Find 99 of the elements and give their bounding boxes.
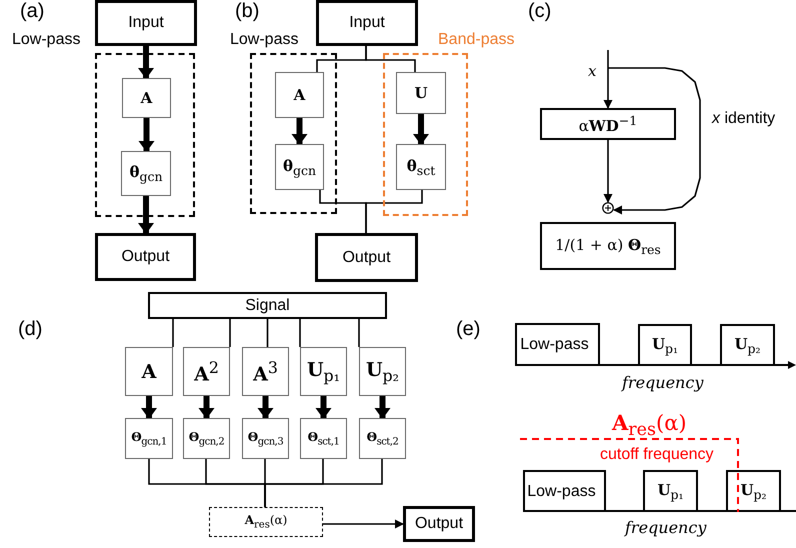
process-box [95, 0, 197, 46]
box-label: Low-pass [520, 336, 589, 354]
connector-line [264, 459, 383, 507]
box-label: Signal [245, 296, 290, 314]
process-box [316, 0, 418, 46]
formula: U$_{p₁}$ [657, 481, 684, 502]
process-box [602, 202, 614, 214]
process-box [726, 470, 781, 511]
formula: A$_{res}$(α) [244, 513, 288, 531]
panel-label: (a) [20, 0, 44, 23]
formula: A$^{3}$ [253, 358, 278, 386]
process-box [300, 347, 347, 396]
arrow [608, 67, 701, 214]
connector-line [266, 319, 268, 347]
process-box [315, 233, 418, 282]
panel-label: (b) [235, 0, 260, 23]
connector-line [172, 319, 174, 347]
group-title: Low-pass [12, 31, 80, 49]
box-label: Input [349, 14, 385, 32]
formula: A [294, 86, 306, 104]
process-box [515, 323, 600, 365]
process-box [242, 347, 289, 396]
axis-label: frequency [622, 373, 704, 392]
process-box [540, 108, 676, 140]
process-box [183, 347, 230, 396]
formula: U$_{p₂}$ [366, 358, 400, 384]
box-label: Output [121, 248, 170, 266]
formula: U$_{p₂}$ [734, 335, 761, 356]
formula: Θ$_{gcn,2}$ [188, 430, 224, 448]
formula: Θ$_{sct,2}$ [366, 430, 398, 448]
block-arrow [374, 396, 390, 419]
box-label: Input [128, 14, 164, 32]
formula: 1/(1 + α) Θ$_{res}$ [555, 236, 661, 256]
process-box [643, 470, 698, 511]
formula: A$^{2}$ [194, 358, 219, 386]
process-box [396, 144, 446, 190]
block-arrow [138, 196, 154, 234]
process-box [396, 72, 446, 114]
box-label: Output [414, 515, 464, 533]
block-arrow [258, 396, 274, 419]
connector-line [229, 319, 231, 347]
formula: θ$_{gcn}$ [282, 156, 316, 178]
box-label: Output [342, 248, 391, 266]
process-box [638, 324, 692, 365]
process-box [275, 144, 324, 190]
formula: Θ$_{gcn,1}$ [131, 430, 167, 448]
group-title: Band-pass [438, 31, 514, 49]
process-box [359, 418, 406, 459]
block-arrow [138, 46, 154, 79]
connector-line [299, 319, 301, 347]
panel-label: (e) [456, 318, 480, 341]
panel-label: (d) [18, 318, 42, 341]
process-box [242, 418, 289, 459]
process-box [125, 347, 173, 396]
process-box [540, 222, 676, 270]
group-title: Low-pass [230, 31, 298, 49]
process-box [121, 151, 171, 196]
process-box [95, 233, 196, 281]
box-label: Low-pass [527, 482, 596, 500]
block-arrow [316, 396, 332, 419]
axis-label: frequency [625, 518, 706, 537]
arrow [604, 140, 612, 203]
panel-label: (c) [528, 0, 552, 23]
formula: U$_{p₁}$ [306, 358, 340, 384]
formula: αWD$^{−1}$ [578, 113, 638, 135]
process-box [183, 418, 230, 459]
process-box [359, 347, 406, 396]
process-box [300, 418, 347, 459]
formula: A [142, 360, 156, 382]
process-box [523, 470, 606, 511]
formula: θ$_{gcn}$ [129, 163, 163, 184]
connector-line [365, 190, 423, 233]
block-arrow [138, 118, 154, 152]
process-box [148, 292, 387, 319]
arrow [604, 50, 612, 109]
formula: A [140, 89, 152, 107]
block-arrow [413, 114, 429, 145]
arrow [323, 520, 404, 528]
formula: U [414, 84, 428, 102]
formula: Θ$_{sct,1}$ [308, 430, 340, 448]
formula: Θ$_{gcn,3}$ [248, 430, 284, 448]
block-arrow [141, 396, 157, 419]
process-box [275, 72, 324, 118]
edge-label: x [588, 61, 596, 82]
process-box [122, 78, 171, 118]
formula: U$_{p₁}$ [652, 335, 678, 356]
edge-label: x identity [712, 109, 776, 129]
process-box [403, 506, 475, 542]
filter-label: A$_{res}$(α) [612, 410, 687, 440]
block-arrow [198, 396, 214, 419]
connector-line [365, 46, 416, 72]
formula: θ$_{sct}$ [406, 156, 436, 178]
connector-line [358, 319, 360, 347]
block-arrow [292, 118, 308, 145]
process-box [209, 507, 323, 537]
cutoff-label: cutoff frequency [600, 446, 714, 464]
process-box [720, 324, 775, 365]
process-box [125, 418, 173, 459]
formula: U$_{p₂}$ [740, 481, 767, 502]
